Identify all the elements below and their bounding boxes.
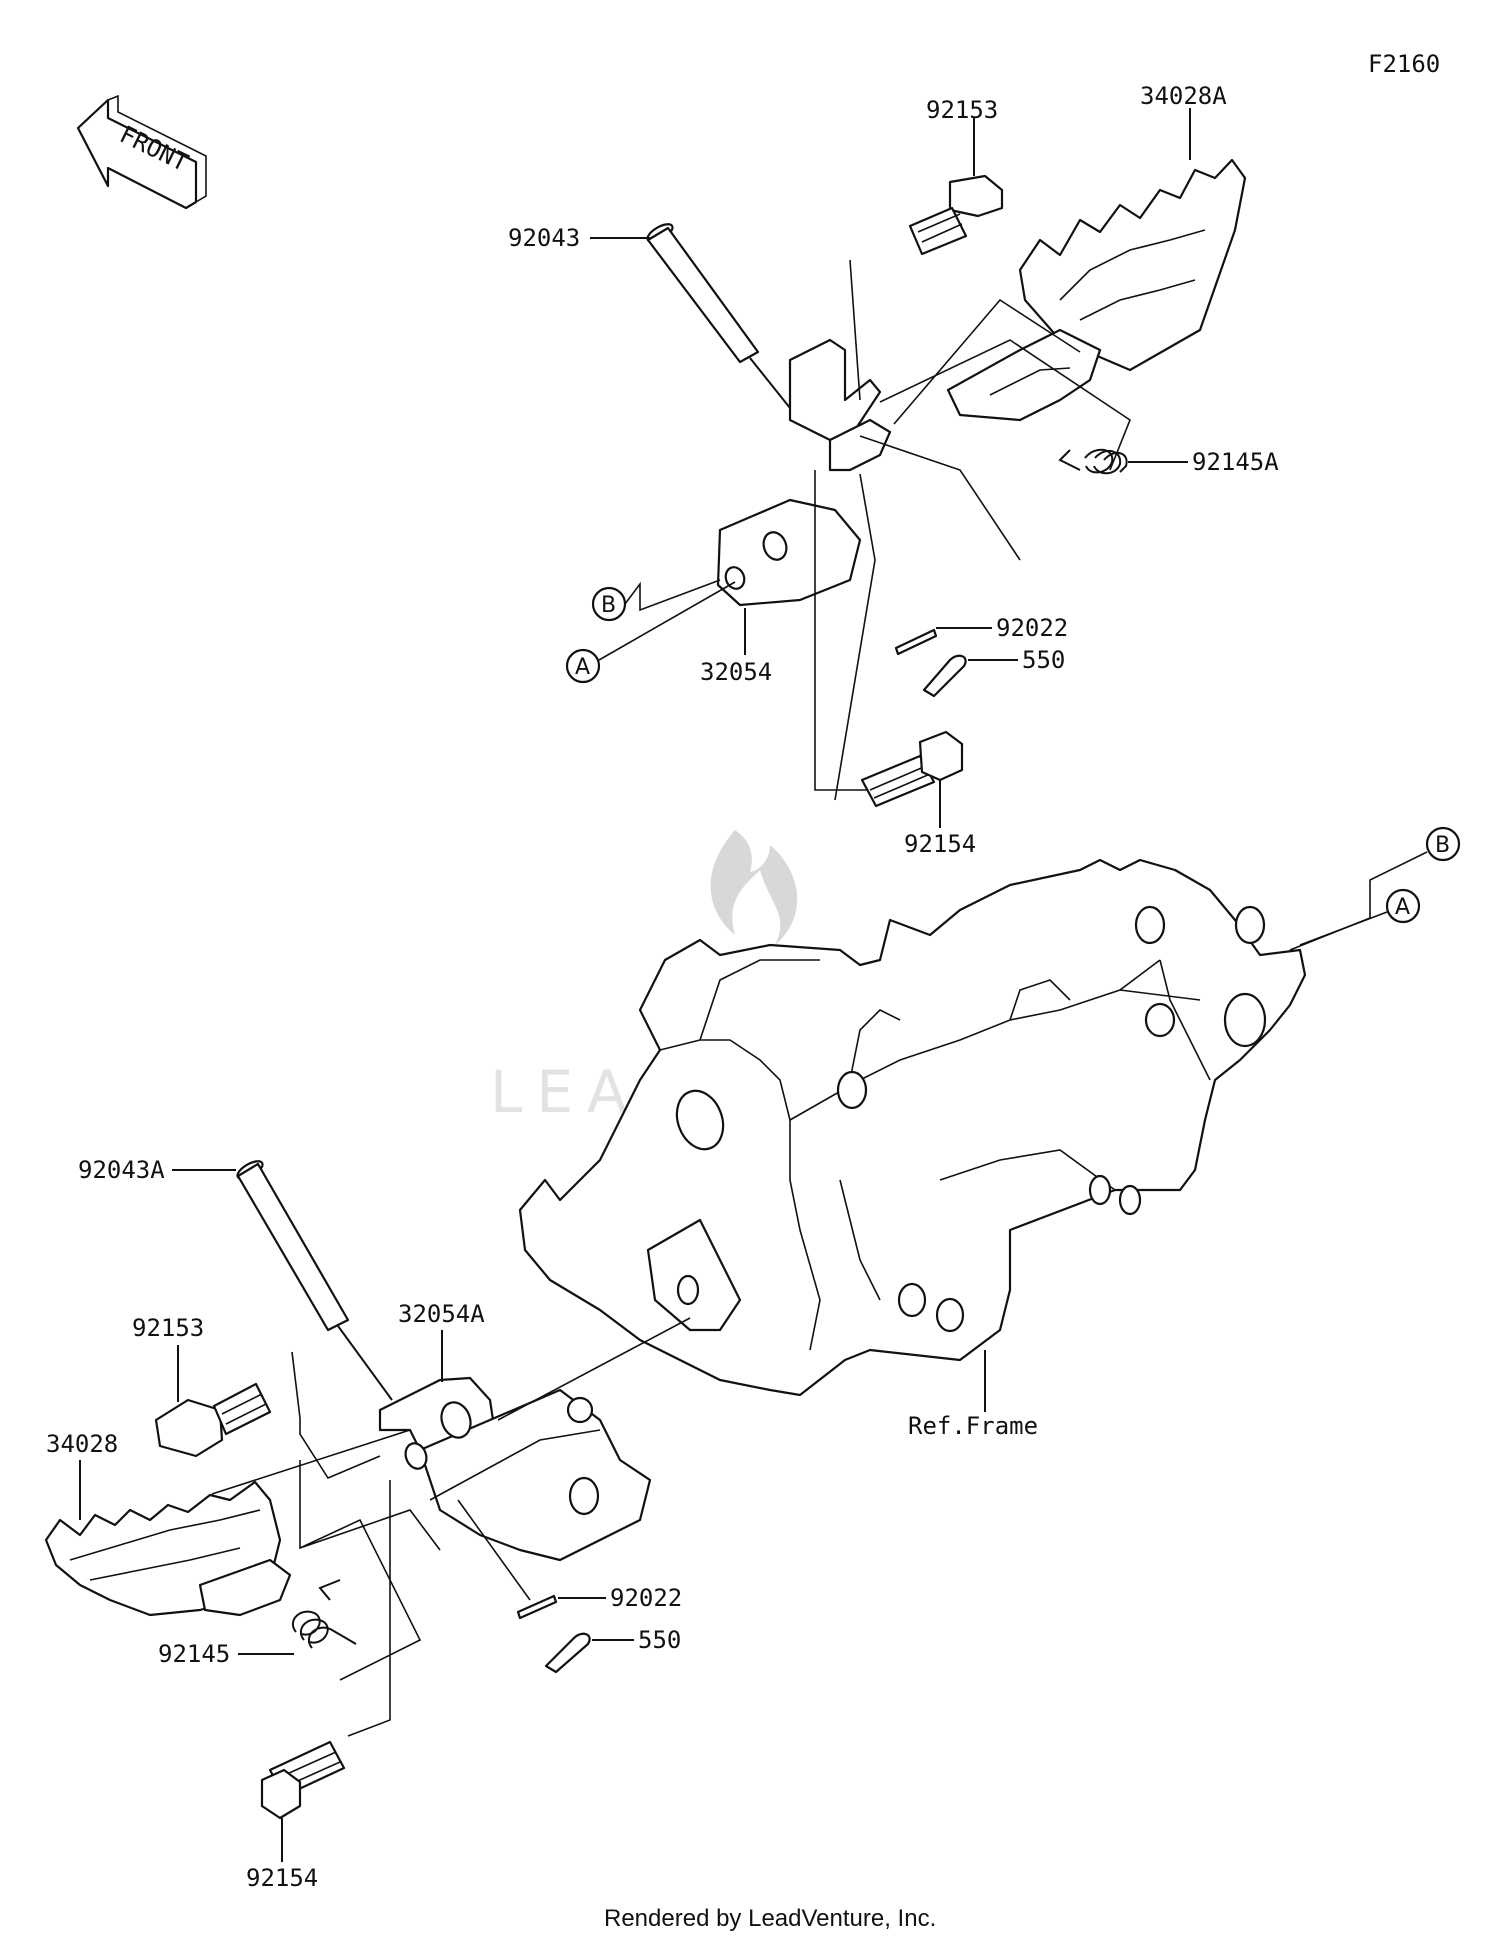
guide-upper-2 (879, 339, 1131, 471)
pin-lower (236, 1160, 393, 1401)
label-bracket-lower: 32054A (398, 1300, 485, 1328)
label-footpeg-lower: 34028 (46, 1430, 118, 1458)
front-arrow-icon: FRONT (76, 94, 207, 210)
frame (518, 858, 1307, 1397)
guide-upper-5 (834, 473, 876, 801)
guide-lower-5 (347, 1480, 391, 1737)
cotter-pin-lower (544, 1632, 591, 1674)
guide-upper-1 (893, 298, 1081, 425)
bolt-upper-top (908, 174, 1004, 256)
bolt-upper-bottom (860, 730, 964, 808)
diagram-code: F2160 (1368, 50, 1440, 78)
cotter-pin-upper (922, 654, 967, 698)
ref-a-right-text: A (1395, 895, 1410, 920)
spring-upper (1058, 448, 1128, 475)
ref-b-right: B (1289, 826, 1461, 951)
bolt-lower-top (154, 1382, 272, 1458)
bracket-upper (716, 338, 892, 607)
footpeg-lower (44, 1480, 292, 1617)
washer-upper (894, 628, 938, 656)
pin-upper (646, 223, 791, 409)
guide-upper-6 (814, 470, 880, 791)
footer-text: Rendered by LeadVenture, Inc. (604, 1905, 936, 1932)
label-washer-lower: 92022 (610, 1584, 682, 1612)
ref-a-right: A (1299, 888, 1421, 946)
label-ref-frame: Ref.Frame (908, 1412, 1038, 1440)
guide-upper-4 (849, 259, 861, 401)
ref-a-upper: A (565, 581, 736, 684)
guide-lower-1 (291, 1351, 381, 1480)
ref-b-upper-text: B (601, 593, 616, 618)
footpeg-upper (946, 158, 1247, 422)
spring-lower (291, 1579, 357, 1649)
label-bolt-upper-top: 92153 (926, 96, 998, 124)
label-pin-upper: 92043 (508, 224, 580, 252)
label-footpeg-upper: 34028A (1140, 82, 1227, 110)
lower-assembly: 92043A 92153 32054A 34028 (44, 1156, 691, 1892)
upper-assembly: 92043 92153 34028A 92145A (508, 82, 1279, 858)
label-spring-upper: 92145A (1192, 448, 1279, 476)
label-bracket-upper: 32054 (700, 658, 772, 686)
label-spring-lower: 92145 (158, 1640, 230, 1668)
guide-lower-2 (211, 1429, 411, 1495)
label-cotter-lower: 550 (638, 1626, 681, 1654)
washer-lower (516, 1594, 558, 1620)
label-bolt-upper-bottom: 92154 (904, 830, 976, 858)
ref-b-right-text: B (1435, 833, 1450, 858)
ref-a-upper-text: A (575, 655, 590, 680)
label-bolt-lower-bottom: 92154 (246, 1864, 318, 1892)
label-cotter-upper: 550 (1022, 646, 1065, 674)
guide-upper-3 (859, 435, 1021, 561)
ref-b-upper: B (591, 579, 721, 622)
bolt-lower-bottom (260, 1740, 346, 1820)
guide-lower-3 (299, 1460, 441, 1551)
guide-lower-7 (457, 1499, 531, 1601)
label-bolt-lower-top: 92153 (132, 1314, 204, 1342)
guide-lower-6 (497, 1317, 691, 1421)
label-pin-lower: 92043A (78, 1156, 165, 1184)
label-washer-upper: 92022 (996, 614, 1068, 642)
bracket-lower (378, 1376, 652, 1562)
guide-lower-4 (299, 1518, 422, 1681)
